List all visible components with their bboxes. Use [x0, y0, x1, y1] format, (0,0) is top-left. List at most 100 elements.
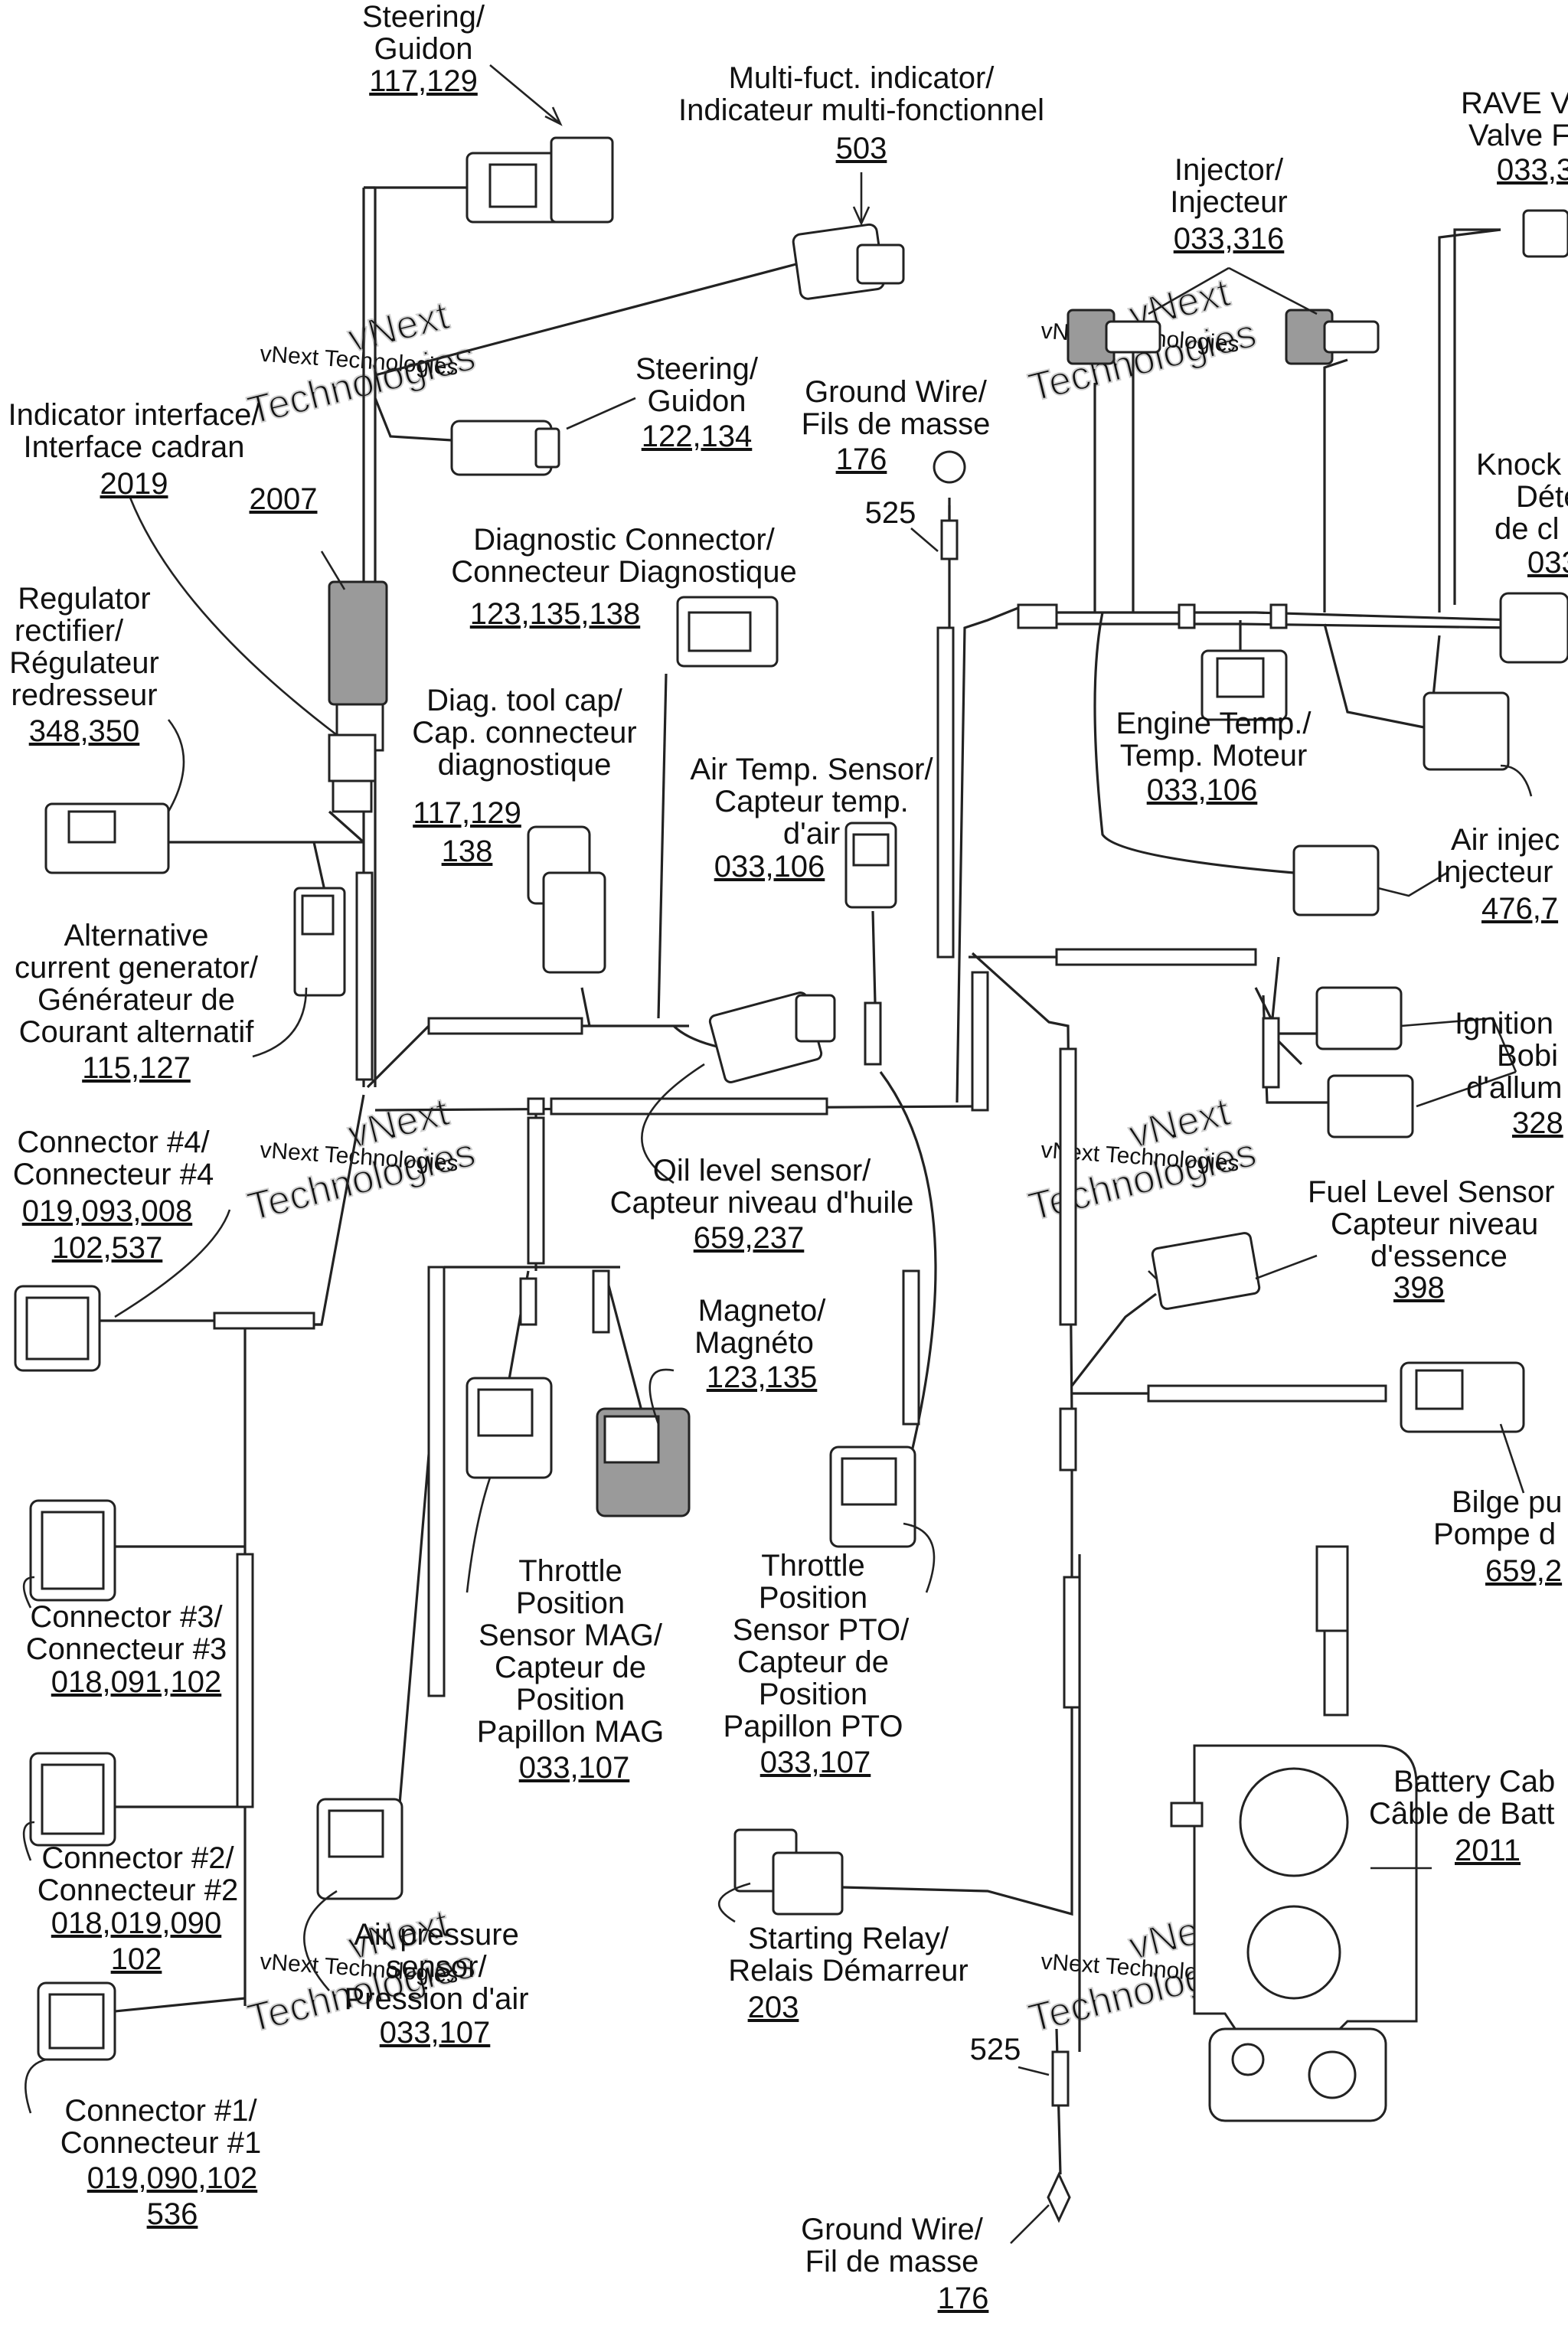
callout-indicator-interface: Indicator interface/ Interface cadran 20… [8, 398, 260, 501]
svg-text:Connecteur #1: Connecteur #1 [60, 2126, 261, 2160]
svg-text:Pompe d: Pompe d [1433, 1517, 1556, 1551]
svg-text:Capteur temp.: Capteur temp. [714, 785, 908, 818]
callout-air-injector: Air injec Injecteur 476,7 [1436, 823, 1560, 926]
svg-text:Connecteur #2: Connecteur #2 [38, 1873, 238, 1907]
bilge-pump-connector [1400, 1361, 1525, 1433]
callout-ground-wire-top: Ground Wire/ Fils de masse 176 [802, 375, 991, 476]
callout-injector: Injector/ Injecteur 033,316 [1170, 153, 1287, 256]
callout-tps-pto: Throttle Position Sensor PTO/ Capteur de… [724, 1549, 910, 1779]
callout-connector-3: Connector #3/ Connecteur #3 018,091,102 [26, 1600, 227, 1699]
callout-connector-4: Connector #4/ Connecteur #4 019,093,008 … [13, 1125, 214, 1265]
svg-text:Oil level sensor/: Oil level sensor/ [653, 1154, 871, 1187]
callout-oil-level: Oil level sensor/ Capteur niveau d'huile… [610, 1154, 914, 1255]
harness-sleeves [213, 450, 1387, 2223]
svg-text:176: 176 [836, 443, 887, 476]
callout-magneto: Magneto/ Magnéto 123,135 [694, 1294, 826, 1394]
fuel-level-connector [1151, 1232, 1261, 1310]
callout-fuel-level: Fuel Level Sensor Capteur niveau d'essen… [1308, 1175, 1554, 1305]
svg-text:Magneto/: Magneto/ [698, 1294, 827, 1328]
callout-tps-mag: Throttle Position Sensor MAG/ Capteur de… [477, 1554, 665, 1785]
svg-text:Fils de masse: Fils de masse [802, 407, 991, 441]
svg-text:Guidon: Guidon [648, 384, 746, 418]
oil-level-sensor-connector [708, 991, 836, 1083]
svg-text:Capteur de: Capteur de [737, 1645, 889, 1679]
svg-text:Courant alternatif: Courant alternatif [19, 1015, 255, 1049]
svg-text:Knock: Knock [1476, 448, 1562, 482]
svg-text:Connecteur #3: Connecteur #3 [26, 1632, 227, 1666]
callout-ring-bottom: 525 [970, 2033, 1021, 2066]
svg-text:Diagnostic Connector/: Diagnostic Connector/ [473, 523, 775, 557]
svg-text:117,129: 117,129 [413, 796, 521, 830]
svg-text:476,7: 476,7 [1481, 892, 1558, 926]
svg-text:Fil de masse: Fil de masse [805, 2245, 979, 2278]
svg-text:Air Temp. Sensor/: Air Temp. Sensor/ [690, 753, 933, 786]
callout-air-temp: Air Temp. Sensor/ Capteur temp. d'air 03… [690, 753, 933, 884]
callout-ground-wire-bottom: Ground Wire/ Fil de masse 176 [801, 2213, 988, 2315]
svg-text:033,107: 033,107 [760, 1746, 871, 1779]
callout-diagnostic-cap: Diag. tool cap/ Cap. connecteur diagnost… [412, 684, 637, 868]
svg-text:Papillon MAG: Papillon MAG [477, 1715, 665, 1749]
svg-text:659,237: 659,237 [694, 1221, 805, 1255]
svg-text:Steering/: Steering/ [362, 0, 485, 34]
svg-text:033: 033 [1527, 546, 1568, 580]
svg-text:328: 328 [1512, 1106, 1563, 1140]
battery-cable-assembly [1170, 1545, 1418, 2122]
svg-text:Bobi: Bobi [1497, 1039, 1558, 1073]
components [14, 136, 1568, 2122]
svg-text:203: 203 [748, 1991, 799, 2024]
svg-text:Sensor MAG/: Sensor MAG/ [479, 1619, 663, 1652]
svg-text:033,3: 033,3 [1497, 153, 1568, 187]
svg-text:Connector #3/: Connector #3/ [30, 1600, 223, 1634]
svg-text:d'essence: d'essence [1370, 1240, 1508, 1273]
svg-text:Capteur niveau d'huile: Capteur niveau d'huile [610, 1186, 914, 1220]
diagnostic-connector [676, 596, 779, 668]
callout-rave: RAVE V Valve F 033,3 [1461, 87, 1568, 187]
svg-text:redresseur: redresseur [11, 678, 157, 712]
magneto-connector [596, 1407, 691, 1517]
svg-text:018,019,090: 018,019,090 [51, 1906, 221, 1940]
callout-air-pressure: Air pressure sensor/ Pression d'air 033,… [344, 1918, 528, 2050]
svg-text:503: 503 [836, 132, 887, 165]
svg-text:Capteur niveau: Capteur niveau [1331, 1207, 1538, 1241]
callout-bilge: Bilge pu Pompe d 659,2 [1433, 1485, 1563, 1588]
svg-text:348,350: 348,350 [29, 714, 140, 748]
svg-text:Valve F: Valve F [1468, 119, 1568, 152]
multi-indicator-connector [792, 223, 905, 300]
svg-text:Ground Wire/: Ground Wire/ [801, 2213, 984, 2246]
svg-text:Interface cadran: Interface cadran [23, 430, 244, 464]
starting-relay-connector [733, 1828, 844, 1916]
alternator-connector [293, 887, 346, 997]
svg-text:176: 176 [938, 2282, 989, 2315]
svg-text:Bilge pu: Bilge pu [1452, 1485, 1563, 1519]
callout-knock: Knock Déte de cl 033 [1476, 448, 1568, 580]
injector-connectors [1067, 309, 1380, 365]
callout-boot: 2007 [250, 482, 318, 516]
knock-sensor-connector [1499, 592, 1568, 664]
svg-text:Position: Position [759, 1581, 867, 1615]
svg-text:Guidon: Guidon [374, 32, 473, 66]
svg-text:2007: 2007 [250, 482, 318, 516]
air-injector-connector [1292, 691, 1510, 916]
svg-text:Ignition: Ignition [1455, 1007, 1553, 1040]
svg-text:Indicateur multi-fonctionnel: Indicateur multi-fonctionnel [678, 93, 1044, 127]
callout-regulator: Regulator rectifier/ Régulateur redresse… [9, 582, 159, 748]
svg-text:115,127: 115,127 [82, 1051, 191, 1085]
connector-2-body [29, 1752, 116, 1847]
svg-text:138: 138 [442, 835, 493, 868]
svg-text:Position: Position [759, 1677, 867, 1711]
air-pressure-connector [316, 1798, 403, 1900]
svg-text:Magnéto: Magnéto [694, 1326, 814, 1360]
svg-text:536: 536 [147, 2197, 198, 2231]
svg-text:Ground Wire/: Ground Wire/ [805, 375, 988, 409]
tps-mag-connector [466, 1377, 553, 1479]
svg-text:033,107: 033,107 [380, 2016, 491, 2050]
svg-text:102: 102 [111, 1942, 162, 1976]
svg-text:123,135,138: 123,135,138 [470, 597, 640, 631]
callout-engine-temp: Engine Temp./ Temp. Moteur 033,106 [1116, 707, 1312, 807]
callout-labels: Steering/ Guidon 117,129 Multi-fuct. ind… [8, 0, 1568, 2315]
svg-text:d'air: d'air [783, 817, 840, 851]
callout-battery-cable: Battery Cab Câble de Batt 2011 [1369, 1765, 1555, 1867]
svg-text:Throttle: Throttle [518, 1554, 622, 1588]
svg-text:de cl: de cl [1494, 512, 1560, 546]
